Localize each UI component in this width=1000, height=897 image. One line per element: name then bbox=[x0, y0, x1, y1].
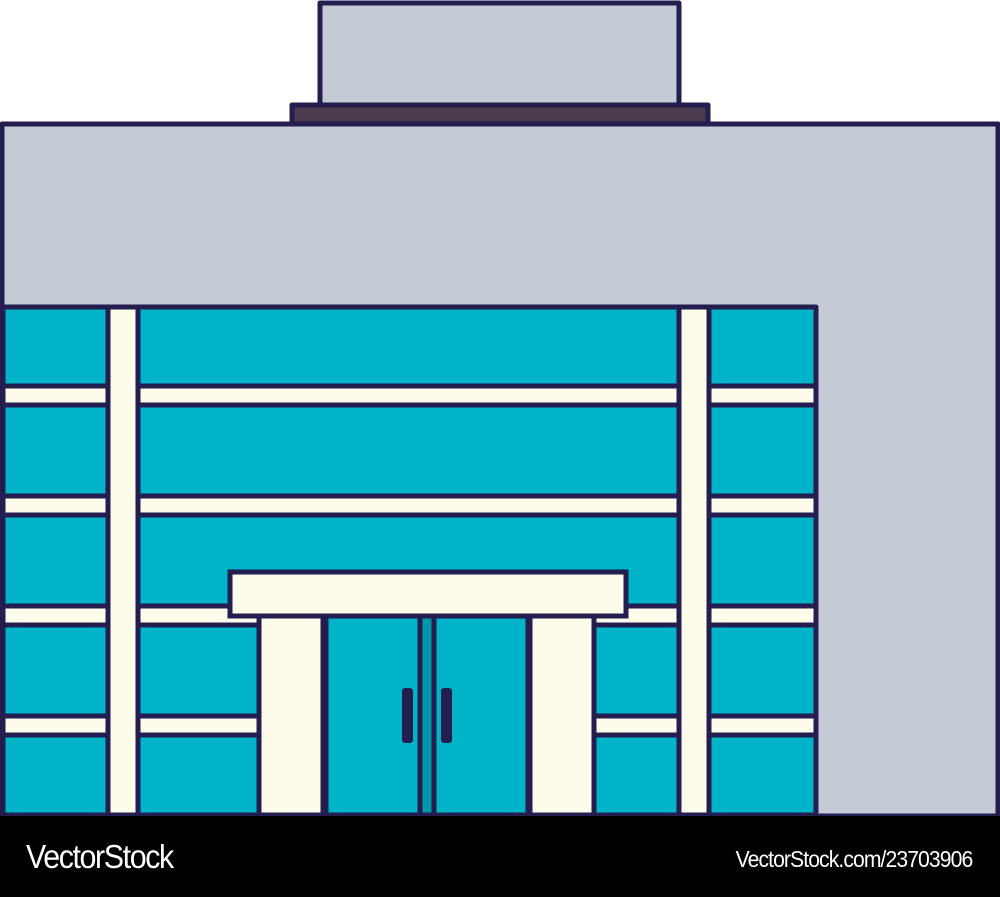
vertical-pillars bbox=[105, 304, 712, 818]
door-handle-right-icon bbox=[441, 688, 452, 743]
entrance-canopy bbox=[227, 569, 629, 619]
horizontal-frames bbox=[0, 383, 819, 738]
door-handle-left-icon bbox=[402, 688, 413, 743]
rooftop-unit bbox=[317, 0, 682, 109]
door-seam bbox=[417, 611, 437, 818]
watermark-reference: VectorStock.com/23703906 bbox=[735, 846, 973, 872]
entrance bbox=[227, 569, 629, 818]
entrance-column-right bbox=[527, 611, 597, 818]
watermark-bar: VectorStock VectorStock.com/23703906 bbox=[0, 816, 1000, 897]
entrance-column-left bbox=[256, 611, 326, 818]
watermark-brand: VectorStock bbox=[26, 838, 174, 875]
door-handles bbox=[402, 688, 452, 743]
